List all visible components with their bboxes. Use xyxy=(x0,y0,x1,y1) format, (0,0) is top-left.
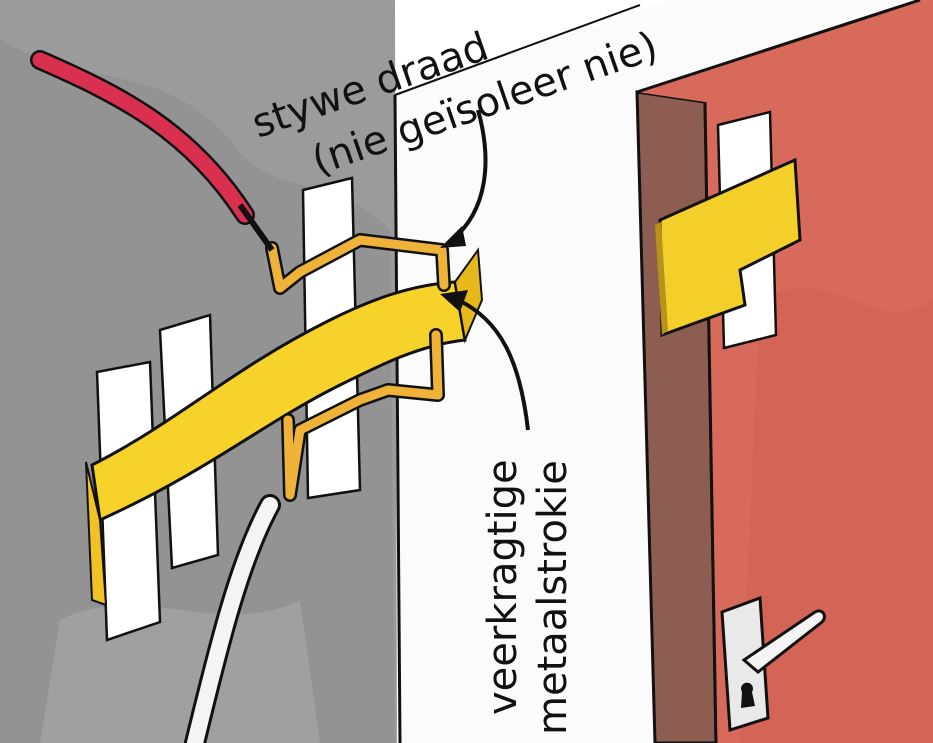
label-metal-strip-line1: veerkragtige xyxy=(480,459,526,715)
label-metal-strip-line2: metaalstrokie xyxy=(530,460,576,735)
door-face-shade xyxy=(740,288,933,743)
wall-shading-light xyxy=(40,600,320,743)
